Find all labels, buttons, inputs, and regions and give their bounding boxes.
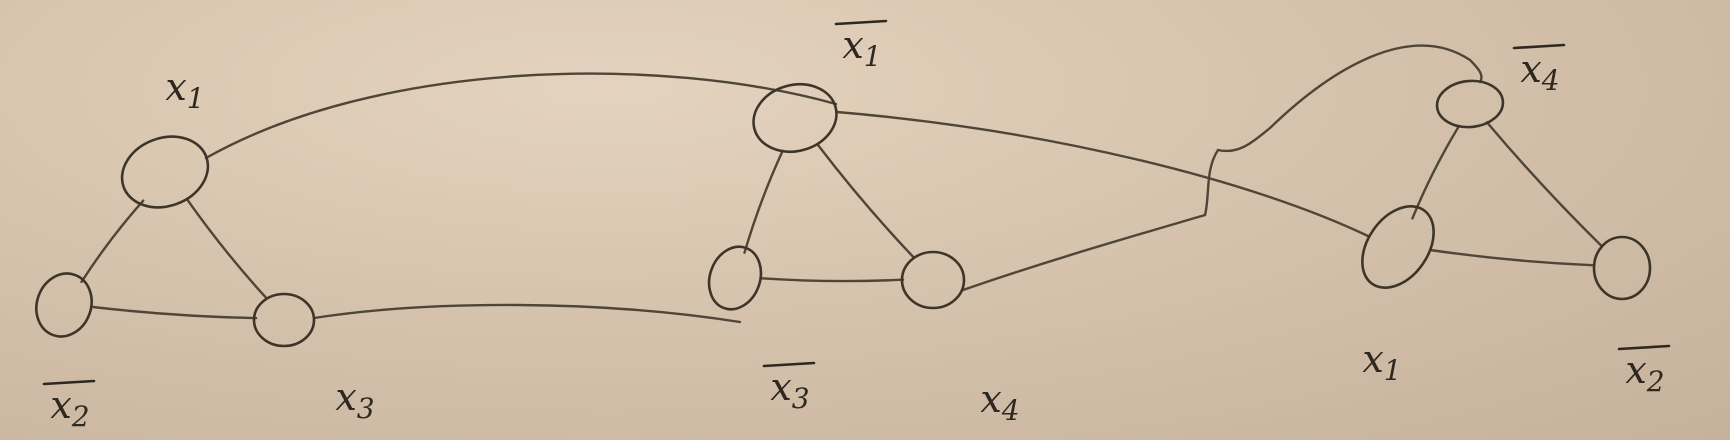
node-g3-top xyxy=(1435,79,1505,129)
edges-layer xyxy=(80,44,1603,324)
negation-bar xyxy=(1617,344,1671,351)
edge-g1-top-to-g2-top xyxy=(204,72,838,160)
svg-text:x2: x2 xyxy=(1625,348,1664,398)
node-g1-right xyxy=(252,292,316,348)
node-label-g2-right: x4 xyxy=(980,377,1019,427)
edge-g1-top-to-g1-left xyxy=(80,199,145,284)
node-g1-top xyxy=(120,135,210,209)
edge-g1-left-to-g1-right xyxy=(91,305,258,320)
node-label-g2-left: x3 xyxy=(762,361,816,415)
negation-bar xyxy=(762,361,816,368)
negation-bar xyxy=(42,379,96,386)
node-g3-left xyxy=(1361,205,1435,289)
node-g2-left xyxy=(707,245,763,311)
node-g1-left xyxy=(35,272,93,338)
svg-text:x3: x3 xyxy=(770,365,809,415)
node-label-g2-top: x1 xyxy=(834,19,888,73)
svg-text:x3: x3 xyxy=(335,375,374,425)
edge-g2-top-to-g3-left xyxy=(835,110,1370,238)
edge-g1-top-to-g1-right xyxy=(186,198,268,300)
node-label-g1-right: x3 xyxy=(335,375,374,425)
negation-bar xyxy=(1512,43,1566,50)
node-g2-right xyxy=(900,250,966,310)
nodes-layer xyxy=(35,79,1652,348)
node-label-g3-left: x1 xyxy=(1362,337,1401,387)
edge-g2-top-to-g2-left xyxy=(743,149,784,254)
node-g2-top xyxy=(752,83,838,153)
edge-g2-left-to-g2-right xyxy=(760,277,905,283)
edge-g2-top-to-g2-right xyxy=(816,143,915,259)
node-label-g1-top: x1 xyxy=(165,65,204,115)
svg-text:x1: x1 xyxy=(842,23,881,73)
node-g3-right xyxy=(1592,235,1652,301)
svg-text:x1: x1 xyxy=(165,65,204,115)
edge-g1-right-to-g2-left xyxy=(312,303,742,324)
negation-bar xyxy=(834,19,888,26)
svg-text:x4: x4 xyxy=(980,377,1019,427)
node-label-g3-right: x2 xyxy=(1617,344,1671,398)
labels-layer: x1 x2 x3 x1 x3 x4 x4 x1 x2 xyxy=(42,19,1671,433)
svg-text:x4: x4 xyxy=(1520,47,1559,97)
edge-g3-top-to-g3-right xyxy=(1485,121,1603,248)
svg-text:x1: x1 xyxy=(1362,337,1401,387)
edge-g3-top-to-g3-left xyxy=(1411,125,1460,220)
edge-g3-left-to-g3-right xyxy=(1428,248,1594,267)
node-label-g1-left: x2 xyxy=(42,379,96,433)
edge-g2-right-to-g3-top xyxy=(961,44,1483,292)
svg-text:x2: x2 xyxy=(50,383,89,433)
node-label-g3-top: x4 xyxy=(1512,43,1566,97)
